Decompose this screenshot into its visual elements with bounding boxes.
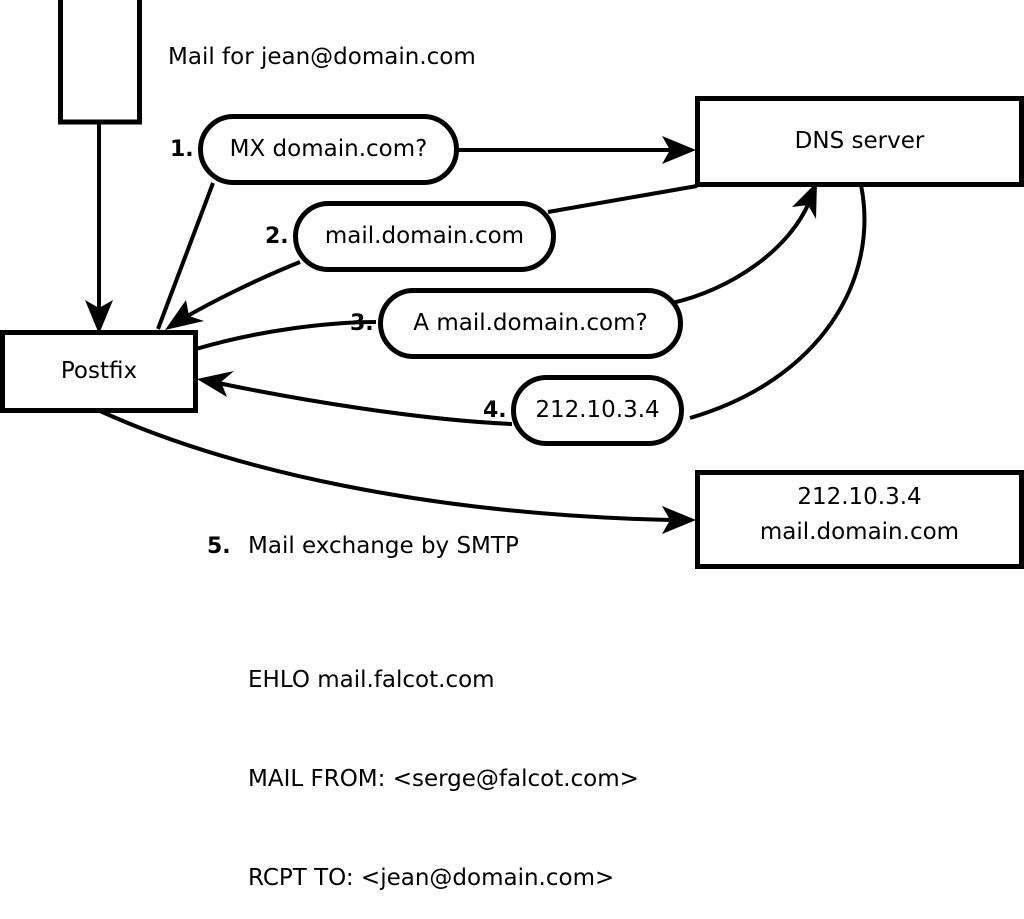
target-host-line2: mail.domain.com: [759, 518, 960, 545]
postfix-box: [0, 330, 198, 413]
sender-box: [58, 0, 142, 125]
step-1-number: 1.: [170, 137, 194, 162]
step4-bubble: [511, 375, 684, 446]
smtp-transcript-line: RCPT TO: <jean@domain.com>: [248, 865, 615, 891]
arrowhead-sender-to-postfix: [85, 300, 113, 334]
step-1-bubble-label: MX domain.com?: [229, 136, 428, 162]
connector-step4-dns-to-bubble: [689, 184, 867, 420]
step-2-bubble-label: mail.domain.com: [324, 223, 525, 249]
arrowhead-step5-to-target: [662, 506, 696, 534]
page-title: Mail for jean@domain.com: [168, 44, 476, 70]
step-5-label: Mail exchange by SMTP: [248, 533, 519, 559]
step1-bubble: [198, 114, 459, 185]
step-5-number: 5.: [207, 534, 231, 559]
connector-step4-bubble-to-postfix: [217, 381, 513, 426]
connector-step2-dns-to-bubble: [547, 184, 698, 214]
connector-step3-postfix-to-bubble: [195, 320, 377, 351]
step-2-number: 2.: [265, 224, 289, 249]
arrowhead-step3-to-dns: [792, 182, 817, 219]
step-3-number: 3.: [350, 311, 374, 336]
dns-server-label: DNS server: [794, 128, 925, 154]
arrowhead-step2-to-postfix: [165, 300, 204, 330]
step-3-bubble-label: A mail.domain.com?: [413, 310, 648, 336]
target-host-line1: 212.10.3.4: [797, 483, 922, 510]
dns-server-box: [695, 96, 1024, 187]
connector-step2-bubble-to-postfix: [182, 260, 301, 320]
smtp-transcript: EHLO mail.falcot.com MAIL FROM: <serge@f…: [248, 598, 768, 919]
smtp-transcript-line: EHLO mail.falcot.com: [248, 667, 495, 693]
target-host-box: [695, 470, 1024, 569]
arrowhead-step4-to-postfix: [197, 371, 234, 397]
connector-step3-bubble-to-dns: [671, 199, 812, 305]
smtp-transcript-line: MAIL FROM: <serge@falcot.com>: [248, 766, 639, 792]
postfix-label: Postfix: [60, 358, 138, 384]
connector-step5-postfix-to-target: [99, 409, 673, 522]
step2-bubble: [293, 201, 556, 272]
connector-step1-tail-to-postfix: [156, 182, 215, 330]
step-4-number: 4.: [483, 398, 507, 423]
step-4-bubble-label: 212.10.3.4: [535, 397, 660, 423]
step3-bubble: [378, 288, 683, 359]
arrowhead-step1-to-dns: [662, 136, 696, 164]
